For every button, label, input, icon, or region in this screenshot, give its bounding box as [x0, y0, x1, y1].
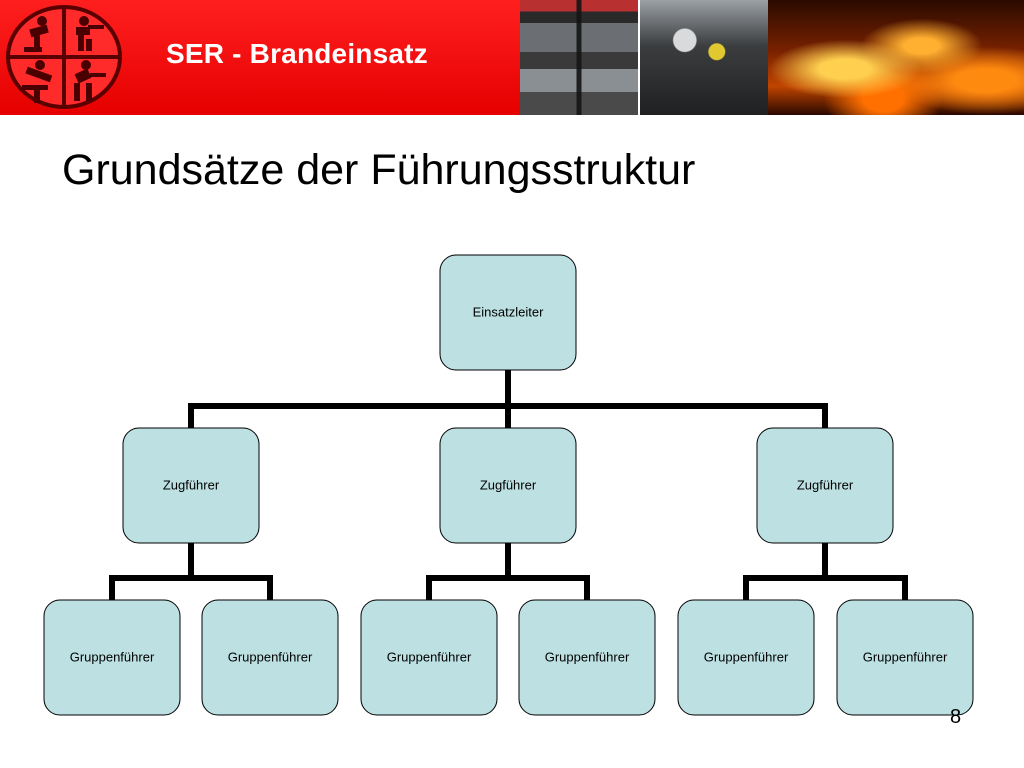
page-number: 8	[950, 706, 962, 728]
node-gruppenfuehrer-2-2: Gruppenführer	[518, 599, 656, 716]
slide-title: Grundsätze der Führungsstruktur	[62, 146, 696, 194]
firefighter-emblem-icon	[6, 5, 122, 109]
node-zugfuehrer-2-box	[439, 427, 577, 544]
node-zugfuehrer-1: Zugführer	[122, 427, 260, 544]
node-zugfuehrer-3-box	[756, 427, 894, 544]
node-gruppenfuehrer-1-1-box	[43, 599, 181, 716]
firefighters-with-breathing-apparatus-photo	[640, 0, 768, 115]
node-gruppenfuehrer-3-1-label: Gruppenführer	[704, 650, 789, 665]
node-zugfuehrer-1-box	[122, 427, 260, 544]
node-gruppenfuehrer-3-2-label: Gruppenführer	[863, 650, 948, 665]
fire-truck-equipment-photo	[520, 0, 638, 115]
node-zugfuehrer-2: Zugführer	[439, 427, 577, 544]
node-zugfuehrer-3-label: Zugführer	[797, 478, 854, 493]
node-gruppenfuehrer-3-2-box	[836, 599, 974, 716]
node-zugfuehrer-3: Zugführer	[756, 427, 894, 544]
node-gruppenfuehrer-3-1-box	[677, 599, 815, 716]
node-gruppenfuehrer-1-1-label: Gruppenführer	[70, 650, 155, 665]
node-einsatzleiter-label: Einsatzleiter	[473, 305, 544, 320]
node-gruppenfuehrer-2-1: Gruppenführer	[360, 599, 498, 716]
node-gruppenfuehrer-1-1: Gruppenführer	[43, 599, 181, 716]
node-gruppenfuehrer-2-1-label: Gruppenführer	[387, 650, 472, 665]
node-zugfuehrer-2-label: Zugführer	[480, 478, 537, 493]
node-einsatzleiter-box	[439, 254, 577, 371]
node-gruppenfuehrer-2-1-box	[360, 599, 498, 716]
header-title: SER - Brandeinsatz	[166, 38, 428, 69]
fire-flames-photo	[768, 0, 1024, 115]
node-gruppenfuehrer-3-2: Gruppenführer	[836, 599, 974, 716]
node-gruppenfuehrer-1-2-box	[201, 599, 339, 716]
node-gruppenfuehrer-2-2-label: Gruppenführer	[545, 650, 630, 665]
node-gruppenfuehrer-3-1: Gruppenführer	[677, 599, 815, 716]
node-gruppenfuehrer-1-2: Gruppenführer	[201, 599, 339, 716]
node-einsatzleiter: Einsatzleiter	[439, 254, 577, 371]
node-gruppenfuehrer-1-2-label: Gruppenführer	[228, 650, 313, 665]
node-gruppenfuehrer-2-2-box	[518, 599, 656, 716]
node-zugfuehrer-1-label: Zugführer	[163, 478, 220, 493]
header-bar: SER - Brandeinsatz	[0, 0, 520, 115]
